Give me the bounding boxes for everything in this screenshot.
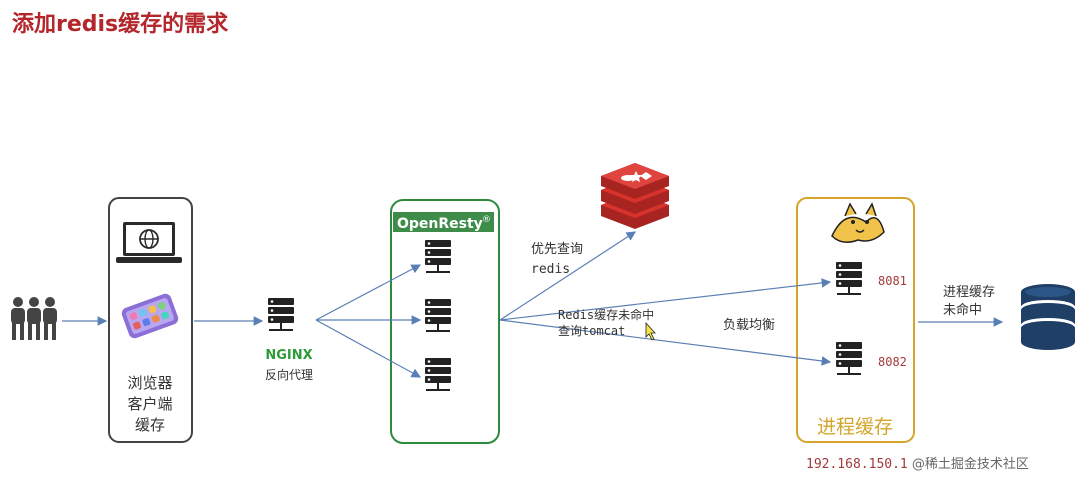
load-balance-label: 负载均衡 xyxy=(723,318,775,333)
openresty-server-2-icon xyxy=(425,299,451,332)
footer-watermark: @稀土掘金技术社区 xyxy=(911,457,1029,472)
footer-ip: 192.168.150.1 xyxy=(806,457,908,472)
port-8082-label: 8082 xyxy=(878,355,907,369)
arrow-openresty-to-tomcat-8082 xyxy=(499,319,832,366)
openresty-server-1-icon xyxy=(425,240,451,273)
page-title: 添加redis缓存的需求 xyxy=(12,12,229,37)
arrow-openresty-to-tomcat-8081 xyxy=(499,278,832,321)
nginx-server-icon xyxy=(268,298,294,331)
arrow-nginx-to-openresty-3 xyxy=(315,319,422,378)
openresty-logo: OpenResty xyxy=(397,216,483,232)
redis-query-label-line2: redis xyxy=(531,262,570,277)
users-icon xyxy=(11,297,57,340)
browser-client-box xyxy=(108,197,193,443)
nginx-label: 反向代理 xyxy=(265,367,313,382)
redis-miss-label-line1: Redis缓存未命中 xyxy=(558,307,654,322)
smartphone-icon xyxy=(121,293,179,339)
browser-label-line1: 浏览器 xyxy=(127,374,172,392)
footer: 192.168.150.1 @稀土掘金技术社区 xyxy=(806,453,1029,472)
browser-label-line2: 客户端 xyxy=(127,395,172,413)
port-8081-label: 8081 xyxy=(878,274,907,288)
process-cache-box xyxy=(796,197,915,443)
browser-label-line3: 缓存 xyxy=(135,416,165,434)
tomcat-server-8081-icon xyxy=(836,262,862,295)
db-miss-label-line2: 未命中 xyxy=(943,302,982,318)
openresty-registered-mark: ® xyxy=(482,215,491,225)
redis-icon xyxy=(601,163,669,229)
redis-query-label-line1: 优先查询 xyxy=(531,242,583,257)
db-miss-label-line1: 进程缓存 xyxy=(943,285,995,300)
process-cache-label: 进程缓存 xyxy=(817,416,893,438)
openresty-box xyxy=(390,199,500,444)
openresty-server-3-icon xyxy=(425,358,451,391)
tomcat-server-8082-icon xyxy=(836,342,862,375)
openresty-logo-bg xyxy=(393,212,494,232)
database-icon xyxy=(1021,284,1075,350)
arrow-openresty-to-redis xyxy=(499,231,637,321)
laptop-icon xyxy=(116,222,182,263)
redis-miss-label-line2: 查询tomcat xyxy=(558,324,625,338)
mouse-cursor-icon xyxy=(645,321,656,341)
tomcat-icon xyxy=(831,202,885,243)
arrow-nginx-to-openresty-1 xyxy=(315,264,422,321)
nginx-logo: NGINX xyxy=(265,348,312,363)
